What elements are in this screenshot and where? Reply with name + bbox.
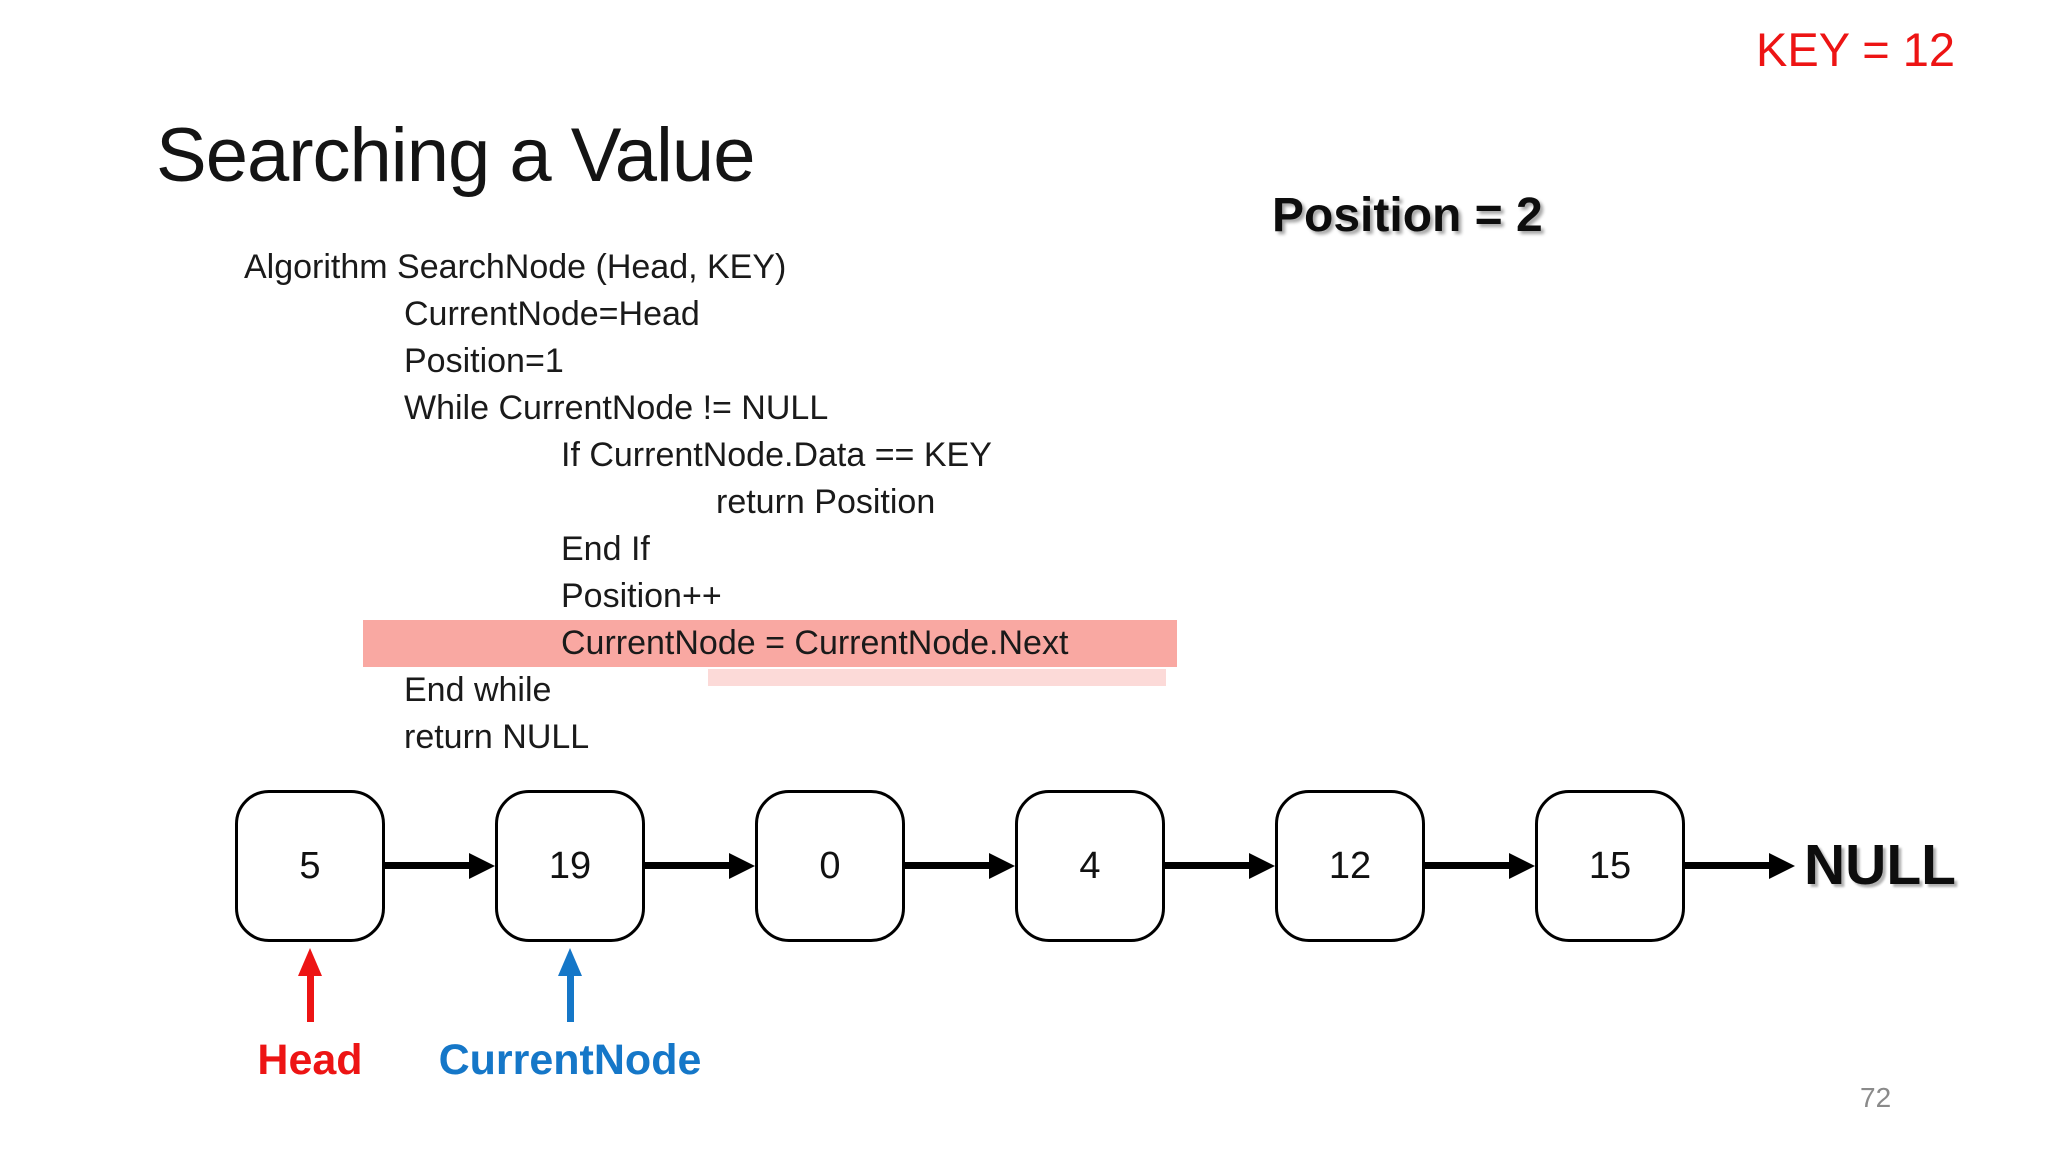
list-node: 19 — [495, 790, 645, 942]
currentnode-arrow-stem — [567, 974, 574, 1022]
head-arrow-stem — [307, 974, 314, 1022]
next-arrow-icon — [1685, 862, 1769, 869]
key-value-label: KEY = 12 — [1756, 23, 1956, 76]
list-node-value: 5 — [299, 844, 321, 887]
code-line: If CurrentNode.Data == KEY — [561, 436, 992, 474]
code-line: End If — [561, 530, 650, 568]
page-number: 72 — [1860, 1082, 1892, 1113]
next-arrow-icon — [1249, 853, 1275, 879]
list-node: 5 — [235, 790, 385, 942]
code-line: While CurrentNode != NULL — [404, 389, 829, 427]
head-arrow-icon — [298, 948, 322, 976]
page-title: Searching a Value — [156, 113, 755, 198]
list-node-value: 15 — [1588, 844, 1632, 887]
list-node: 15 — [1535, 790, 1685, 942]
next-arrow-icon — [469, 853, 495, 879]
list-node-value: 19 — [548, 844, 592, 887]
list-node: 4 — [1015, 790, 1165, 942]
next-arrow-icon — [645, 862, 729, 869]
code-line: Position=1 — [404, 342, 564, 380]
code-line: Position++ — [561, 577, 722, 615]
highlight-bar — [363, 620, 1177, 667]
pointer-label-head: Head — [257, 1036, 363, 1084]
list-node: 12 — [1275, 790, 1425, 942]
code-line: return NULL — [404, 718, 590, 756]
position-value-label: Position = 2 — [1272, 189, 1543, 242]
next-arrow-icon — [1509, 853, 1535, 879]
list-node-value: 12 — [1328, 844, 1372, 887]
next-arrow-icon — [989, 853, 1015, 879]
next-arrow-icon — [1165, 862, 1249, 869]
next-arrow-icon — [1769, 853, 1795, 879]
next-arrow-icon — [385, 862, 469, 869]
code-line-highlighted: CurrentNode = CurrentNode.Next — [561, 624, 1069, 662]
next-arrow-icon — [729, 853, 755, 879]
next-arrow-icon — [1425, 862, 1509, 869]
code-line: return Position — [716, 483, 936, 521]
highlight-residual-bar — [708, 669, 1166, 686]
code-line: End while — [404, 671, 552, 709]
pseudocode-block: Algorithm SearchNode (Head, KEY) CurrentN… — [244, 248, 1177, 756]
list-node-value: 0 — [819, 844, 841, 887]
list-node: 0 — [755, 790, 905, 942]
code-line: Algorithm SearchNode (Head, KEY) — [244, 248, 787, 286]
code-line: CurrentNode=Head — [404, 295, 700, 333]
pointer-label-currentnode: CurrentNode — [438, 1036, 702, 1084]
list-node-value: 4 — [1079, 844, 1101, 887]
null-terminator-label: NULL — [1804, 833, 1956, 897]
next-arrow-icon — [905, 862, 989, 869]
currentnode-arrow-icon — [558, 948, 582, 976]
